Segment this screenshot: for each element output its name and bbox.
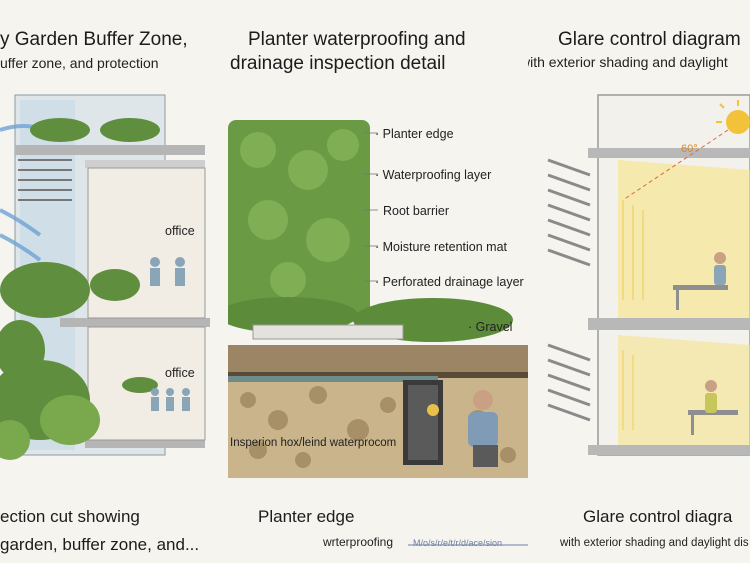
label-planter-edge: · Planter edge bbox=[375, 127, 454, 141]
label-waterproofing-layer: · Waterproofing layer bbox=[375, 168, 492, 182]
panel1-subtitle: uffer zone, and protection bbox=[0, 55, 159, 71]
panel2-title-line1: Planter waterproofing and bbox=[248, 29, 466, 50]
label-office-upper: office bbox=[165, 224, 195, 238]
label-moisture-retention-mat: · Moisture retention mat bbox=[375, 240, 507, 254]
panel3-caption-line1: Glare control diagra bbox=[583, 507, 733, 526]
glare-control-drawing: 60° bbox=[547, 94, 750, 456]
label-gravel: · Gravel bbox=[468, 320, 513, 334]
panel3-caption-line2: with exterior shading and daylight dis bbox=[560, 537, 749, 549]
sky-garden-section-drawing bbox=[0, 94, 210, 460]
panel1-caption-line2: garden, buffer zone, and... bbox=[0, 535, 200, 554]
panel3-title: Glare control diagram bbox=[558, 29, 741, 50]
label-office-lower: office bbox=[165, 366, 195, 380]
panel1-title: y Garden Buffer Zone, bbox=[0, 29, 188, 50]
panel2-title-line2: drainage inspection detail bbox=[230, 53, 446, 74]
panel1-caption-line1: ection cut showing bbox=[0, 507, 140, 526]
sun-angle-label: 60° bbox=[681, 143, 698, 155]
panel3-subtitle: with exterior shading and daylight bbox=[528, 54, 728, 70]
panel2-caption-line2: wrterproofing bbox=[323, 535, 394, 549]
panel2-caption-faint: M/o/s/r/e/t/r/d/ace/sion bbox=[413, 538, 503, 548]
panel-sky-garden-section: y Garden Buffer Zone, uffer zone, and pr… bbox=[0, 0, 228, 563]
label-inspection-box: Insperion hox/leind waterprocom bbox=[230, 437, 397, 449]
panel-planter-detail: Planter waterproofing and drainage inspe… bbox=[228, 0, 528, 563]
planter-detail-drawing bbox=[228, 120, 528, 546]
panel-glare-control: 60° Glare control diagram with exterior … bbox=[528, 0, 750, 563]
panel2-caption-line1: Planter edge bbox=[258, 507, 355, 526]
label-root-barrier: Root barrier bbox=[383, 204, 449, 218]
label-perforated-drainage-layer: · Perforated drainage layer bbox=[375, 275, 524, 289]
